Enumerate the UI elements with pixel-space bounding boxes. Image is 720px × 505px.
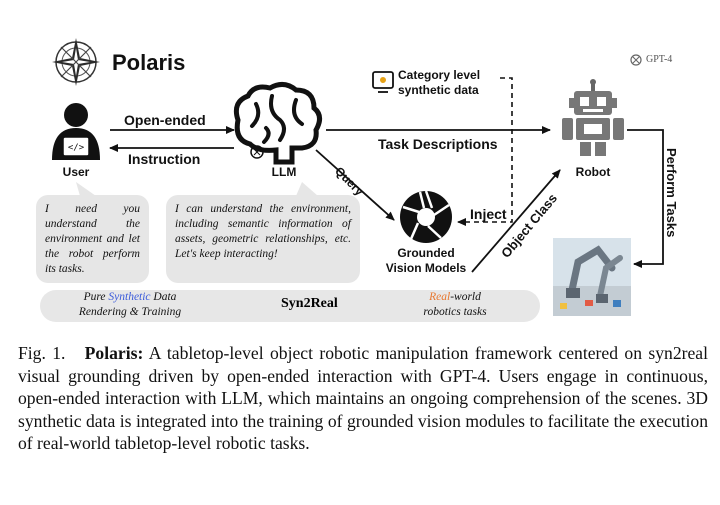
real-highlight: Real xyxy=(429,291,451,303)
synthetic-data-screen-icon xyxy=(372,71,394,93)
caption-fig-label: Fig. 1. xyxy=(18,343,66,363)
user-label: User xyxy=(62,165,90,179)
perform-tasks-arrow xyxy=(627,129,664,268)
category-label-line2: synthetic data xyxy=(398,83,479,97)
svg-text:</>: </> xyxy=(68,143,85,153)
gpt-logo-icon xyxy=(630,54,642,66)
gvm-label-line1: Grounded xyxy=(397,246,455,260)
caption-body: A tabletop-level object robotic manipula… xyxy=(18,343,708,453)
polaris-compass-icon xyxy=(52,38,100,86)
synthetic-suffix: Data xyxy=(150,291,177,303)
category-synthetic-data-label: Category level synthetic data xyxy=(398,68,480,98)
instruction-label: Instruction xyxy=(128,151,201,167)
query-arrow xyxy=(315,149,395,221)
category-label-line1: Category level xyxy=(398,68,481,82)
syn2real-bar xyxy=(40,290,540,322)
diagram-canvas: </> xyxy=(52,38,664,316)
user-bubble-tail xyxy=(76,182,96,196)
figure-caption: Fig. 1. Polaris: A tabletop-level object… xyxy=(18,342,708,455)
gvm-label-line2: Vision Models xyxy=(385,261,467,275)
llm-speech-bubble: I can understand the environment, includ… xyxy=(166,195,360,283)
robot-arm-scene-image xyxy=(553,238,631,316)
robot-icon xyxy=(562,79,624,156)
real-world-text: Real-world robotics tasks xyxy=(400,290,510,320)
llm-label: LLM xyxy=(271,165,297,179)
gpt4-badge: GPT-4 xyxy=(646,54,673,65)
object-class-arrow xyxy=(471,169,561,273)
synthetic-prefix: Pure xyxy=(83,291,109,303)
synthetic-highlight: Synthetic xyxy=(108,291,151,303)
synthetic-line2: Rendering & Training xyxy=(78,306,182,318)
real-suffix: -world xyxy=(450,291,481,303)
real-line2: robotics tasks xyxy=(423,306,487,318)
page-title: Polaris xyxy=(112,50,186,75)
task-descriptions-label: Task Descriptions xyxy=(378,136,498,152)
user-speech-bubble: I need you understand the environment an… xyxy=(36,195,149,283)
grounded-vision-models-label: Grounded Vision Models xyxy=(380,246,472,276)
llm-bubble-tail xyxy=(296,182,318,196)
user-icon: </> xyxy=(52,103,100,160)
caption-bold-lead: Polaris: xyxy=(84,343,144,363)
syn2real-label: Syn2Real xyxy=(281,296,338,311)
open-ended-label: Open-ended xyxy=(124,112,206,128)
perform-tasks-label: Perform Tasks xyxy=(664,148,679,238)
robot-label: Robot xyxy=(575,165,611,179)
synthetic-data-text: Pure Synthetic Data Rendering & Training xyxy=(62,290,198,320)
inject-label: Inject xyxy=(470,206,507,222)
inject-arrow xyxy=(457,77,513,226)
llm-brain-icon xyxy=(233,82,322,165)
camera-aperture-icon xyxy=(400,190,452,243)
